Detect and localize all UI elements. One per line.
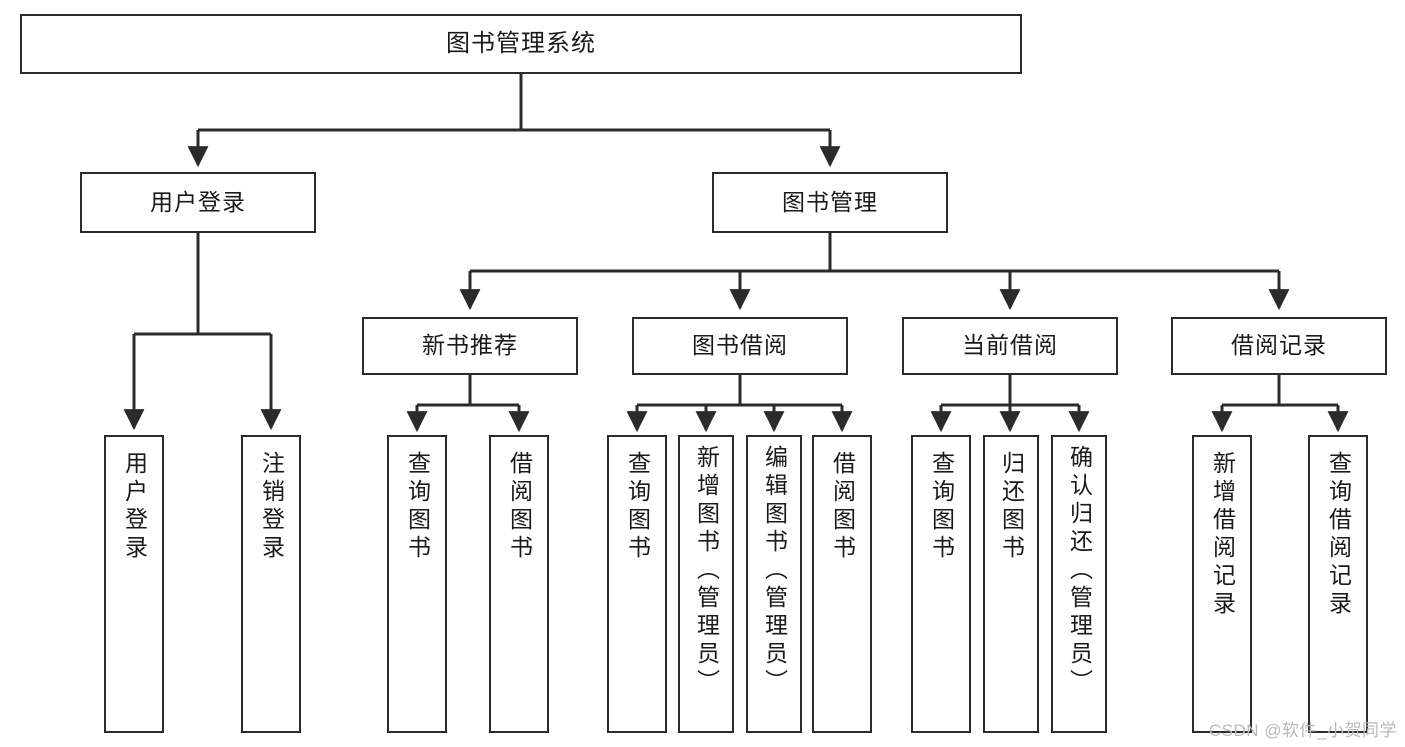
node-label: 查询图书 [624, 451, 651, 563]
node-label: 编辑图书（管理员） [761, 445, 788, 697]
leaf-user-login[interactable]: 用户登录 [104, 435, 164, 733]
node-label: 图书管理 [782, 188, 878, 215]
leaf-query-borrow-record[interactable]: 查询借阅记录 [1308, 435, 1368, 733]
node-current-borrow[interactable]: 当前借阅 [902, 317, 1118, 375]
node-label: 图书管理系统 [446, 29, 596, 57]
node-label: 用户登录 [150, 188, 246, 215]
node-label: 用户登录 [121, 451, 148, 563]
leaf-confirm-return[interactable]: 确认归还（管理员） [1051, 435, 1107, 733]
node-label: 注销登录 [258, 451, 285, 563]
leaf-query-book-recommend[interactable]: 查询图书 [387, 435, 447, 733]
node-label: 借阅图书 [506, 451, 533, 563]
node-root[interactable]: 图书管理系统 [20, 14, 1022, 74]
leaf-edit-book[interactable]: 编辑图书（管理员） [746, 435, 802, 733]
node-label: 新书推荐 [422, 332, 518, 359]
node-label: 查询图书 [928, 451, 955, 563]
leaf-query-book-current[interactable]: 查询图书 [911, 435, 971, 733]
node-label: 确认归还（管理员） [1066, 445, 1093, 697]
node-label: 归还图书 [998, 451, 1025, 563]
node-label: 查询借阅记录 [1325, 451, 1352, 619]
node-book-manage[interactable]: 图书管理 [712, 172, 948, 233]
node-label: 借阅记录 [1231, 332, 1327, 359]
node-user-login[interactable]: 用户登录 [80, 172, 316, 233]
leaf-return-book[interactable]: 归还图书 [983, 435, 1039, 733]
node-label: 新增借阅记录 [1209, 451, 1236, 619]
node-book-borrow[interactable]: 图书借阅 [632, 317, 848, 375]
leaf-add-book[interactable]: 新增图书（管理员） [678, 435, 734, 733]
leaf-add-borrow-record[interactable]: 新增借阅记录 [1192, 435, 1252, 733]
leaf-borrow-book-recommend[interactable]: 借阅图书 [489, 435, 549, 733]
leaf-borrow-book[interactable]: 借阅图书 [812, 435, 872, 733]
node-label: 图书借阅 [692, 332, 788, 359]
node-new-book-recommend[interactable]: 新书推荐 [362, 317, 578, 375]
leaf-user-logout[interactable]: 注销登录 [241, 435, 301, 733]
node-label: 当前借阅 [962, 332, 1058, 359]
node-borrow-record[interactable]: 借阅记录 [1171, 317, 1387, 375]
leaf-query-book-borrow[interactable]: 查询图书 [607, 435, 667, 733]
node-label: 新增图书（管理员） [693, 445, 720, 697]
node-label: 查询图书 [404, 451, 431, 563]
node-label: 借阅图书 [829, 451, 856, 563]
